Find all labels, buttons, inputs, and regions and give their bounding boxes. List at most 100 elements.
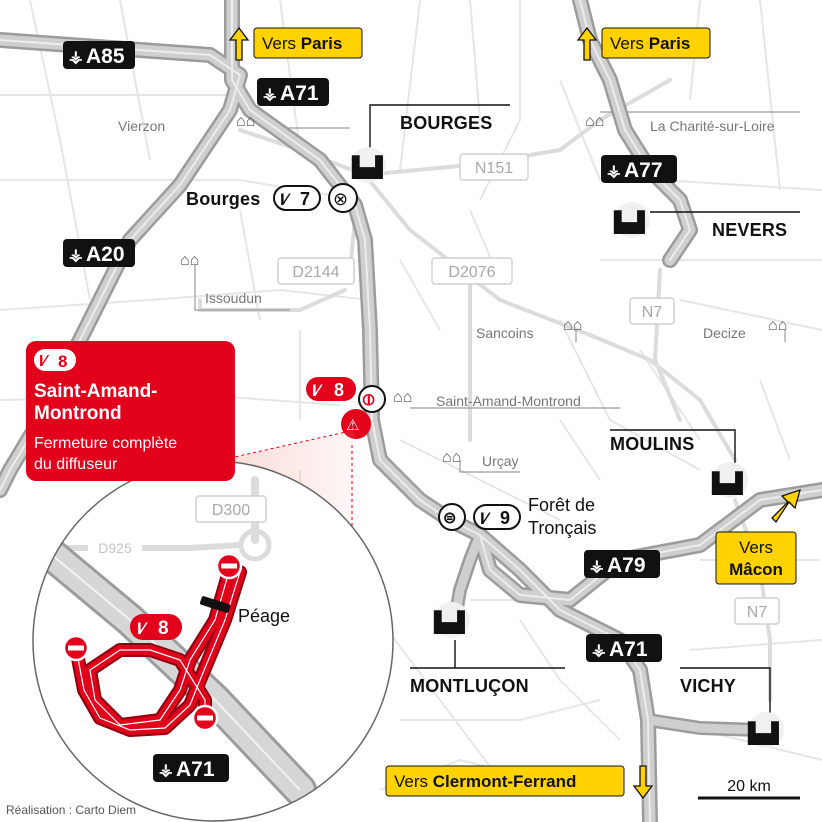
city-building-icon: ▙▟ [351,155,383,179]
shield-a85: ⚶ A85 [63,41,135,69]
motorway-icon: ⚶ [590,558,604,575]
exit-icon: I⁄ [137,619,148,638]
city-moulins: ▙▟ MOULINS [610,429,748,498]
svg-text:A79: A79 [607,554,646,577]
exit-icon: I⁄ [280,190,291,209]
exit-icon: I⁄ [480,509,491,528]
inset-exit-badge: I⁄ 8 [130,614,182,640]
svg-text:Mâcon: Mâcon [729,560,783,579]
motorway-icon: ⚶ [69,247,83,264]
svg-text:Urçay: Urçay [482,453,519,469]
city-building-icon: ▙▟ [433,610,465,634]
svg-text:8: 8 [58,352,67,371]
svg-text:La Charité-sur-Loire: La Charité-sur-Loire [650,118,775,134]
arrow-up-right-icon [771,488,801,524]
svg-text:N7: N7 [747,604,768,621]
house-icon: ⌂⌂ [442,449,461,466]
svg-text:Saint-Amand-Montrond: Saint-Amand-Montrond [436,393,581,409]
svg-text:Fermeture complète: Fermeture complète [34,435,177,452]
town-urcay: ⌂⌂ Urçay [442,449,519,469]
roadworks-icon: ⚠ [346,417,359,434]
svg-text:D925: D925 [98,540,132,556]
city-building-icon: ▙▟ [613,210,645,234]
svg-text:8: 8 [158,618,169,639]
svg-text:Sancoins: Sancoins [476,325,534,341]
svg-text:BOURGES: BOURGES [400,113,492,133]
closed-interchange-icon: ⊗ [333,189,348,209]
inset-road-label-d925: D925 [88,539,142,557]
exit-foret: ⊜ I⁄ 9 Forêt de Tronçais [438,495,596,538]
direction-clermont: Vers Clermont-Ferrand [385,765,654,800]
credit: Réalisation : Carto Diem [6,803,136,817]
town-la-charite: ⌂⌂ La Charité-sur-Loire [585,113,775,134]
svg-text:Bourges: Bourges [186,189,260,209]
svg-text:Vierzon: Vierzon [118,118,165,134]
town-leaders [194,111,800,473]
town-vierzon: ⌂⌂ Vierzon [118,113,255,134]
shield-a71-inset: ⚶ A71 [153,754,229,782]
interchange-closed-icon: ⦶ [362,392,375,409]
motorway-icon: ⚶ [263,86,277,103]
svg-text:N151: N151 [475,160,513,177]
direction-paris-east: Vers Paris [576,26,711,61]
house-icon: ⌂⌂ [768,317,787,334]
toll-label: Péage [238,606,290,626]
svg-text:20 km: 20 km [727,778,771,795]
exit-icon: I⁄ [39,353,49,370]
city-bourges: ▙▟ BOURGES [350,104,510,183]
town-issoudun: ⌂⌂ Issoudun [180,252,262,306]
svg-text:8: 8 [334,380,344,400]
svg-text:D300: D300 [212,502,250,519]
house-icon: ⌂⌂ [563,317,582,334]
motorway-icon: ⚶ [69,49,83,66]
svg-text:9: 9 [500,508,510,528]
arrow-up-icon [576,26,598,61]
motorway-icon: ⚶ [607,163,621,180]
svg-text:A71: A71 [176,758,215,781]
svg-text:Vers Paris: Vers Paris [262,34,342,53]
no-entry-icon [62,634,90,662]
direction-macon: Vers Mâcon [715,488,801,585]
inset-road-label-d300: D300 [195,495,267,523]
svg-text:Issoudun: Issoudun [205,290,262,306]
exit-icon: I⁄ [312,381,323,400]
house-icon: ⌂⌂ [393,389,412,406]
svg-text:7: 7 [300,189,310,209]
city-building-icon: ▙▟ [711,471,743,495]
closure-alert: I⁄ 8 Saint-Amand- Montrond Fermeture com… [26,341,235,481]
shield-a77: ⚶ A77 [601,155,677,183]
no-entry-icon [215,552,243,580]
city-montlucon: ▙▟ MONTLUÇON [410,602,565,696]
house-icon: ⌂⌂ [236,113,255,130]
shield-a71-south: ⚶ A71 [586,634,662,662]
motorway-icon: ⚶ [592,642,606,659]
svg-text:A77: A77 [624,159,663,182]
town-saint-amand: ⌂⌂ Saint-Amand-Montrond [393,389,581,409]
svg-text:Saint-Amand-: Saint-Amand- [34,381,158,402]
svg-text:A71: A71 [609,638,648,661]
house-icon: ⌂⌂ [180,252,199,269]
svg-text:D2076: D2076 [448,264,495,281]
toll-plaza-icon [200,596,231,613]
city-building-icon: ▙▟ [747,721,779,745]
svg-text:Vers Clermont-Ferrand: Vers Clermont-Ferrand [394,772,576,791]
town-sancoins: ⌂⌂ Sancoins [476,317,582,341]
shield-a71-north: ⚶ A71 [257,78,329,106]
svg-text:NEVERS: NEVERS [712,220,787,240]
svg-text:du diffuseur: du diffuseur [34,456,118,473]
motorway-icon: ⚶ [159,762,173,779]
svg-text:A20: A20 [86,243,125,266]
city-nevers: ▙▟ NEVERS [613,202,800,240]
interchange-icon: ⊜ [443,510,456,527]
svg-text:N7: N7 [642,304,663,321]
town-decize: ⌂⌂ Decize [703,317,787,341]
svg-text:A71: A71 [280,82,319,105]
arrow-up-icon [228,26,250,61]
svg-text:Tronçais: Tronçais [528,518,596,538]
exit-saint-amand: I⁄ 8 ⦶ ⚠ [306,377,386,439]
direction-paris-west: Vers Paris [228,26,363,61]
svg-text:A85: A85 [86,45,125,68]
shield-a79: ⚶ A79 [584,550,660,578]
arrow-down-icon [632,765,654,800]
